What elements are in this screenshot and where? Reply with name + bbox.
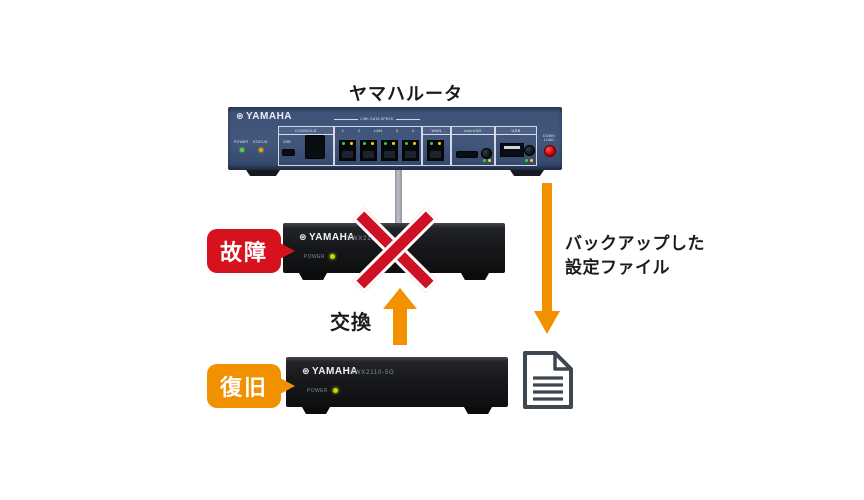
- lan-port-numbers: 1 2 LAN 3 4: [335, 128, 421, 133]
- router-foot: [510, 170, 544, 176]
- lan-ports-section: 1 2 LAN 3 4: [334, 126, 422, 166]
- backup-config-label: バックアップした 設定ファイル: [565, 234, 705, 277]
- replace-label: 交換: [330, 312, 372, 334]
- router-brand: ⊛YAMAHA: [236, 111, 292, 122]
- badge-tail: [280, 378, 295, 394]
- download-label: DOWN LOAD: [543, 134, 555, 142]
- router-foot: [246, 170, 280, 176]
- usb-section: USB: [495, 126, 537, 166]
- switch-foot: [299, 273, 327, 280]
- wan-section: WAN: [422, 126, 451, 166]
- yamaha-logo-icon: ⊛: [236, 111, 245, 121]
- lan-port-2: [360, 140, 377, 161]
- usb-port: [500, 143, 524, 157]
- lan-port-number: 3: [395, 128, 399, 133]
- yamaha-logo-icon: ⊛: [299, 232, 308, 242]
- router-brand-label: YAMAHA: [246, 111, 293, 122]
- failed-switch-power-led: [330, 254, 335, 259]
- recovered-switch-model: SWX2110-5G: [350, 370, 395, 376]
- lan-cable: [395, 170, 402, 225]
- microsd-led: [488, 159, 491, 162]
- recovery-badge: 復旧: [207, 364, 295, 408]
- recovered-switch-brand: ⊛YAMAHA: [302, 366, 359, 377]
- router-status-led: [259, 148, 263, 152]
- failed-switch-brand: ⊛YAMAHA: [299, 232, 356, 243]
- recovered-switch-power-led: [333, 388, 338, 393]
- switch-foot: [461, 273, 489, 280]
- failed-switch-power-label: POWER: [304, 254, 325, 260]
- usb-section-label: USB: [496, 127, 536, 135]
- microsd-button: [481, 148, 492, 159]
- failure-badge: 故障: [207, 229, 295, 273]
- recovered-switch-body: ⊛YAMAHA SWX2110-5G POWER: [286, 357, 508, 407]
- console-usb-label: USB: [283, 140, 291, 144]
- bracket-line: [334, 118, 359, 120]
- usb-port-tongue: [504, 146, 520, 149]
- usb-button: [524, 145, 535, 156]
- failed-switch-model: SWX2110-5G: [347, 236, 392, 242]
- microsd-slot: [456, 151, 478, 158]
- wan-port: [427, 140, 444, 161]
- backup-down-arrow-icon: [534, 183, 560, 334]
- failure-cross-icon: [352, 207, 438, 293]
- lan-port-number: 4: [411, 128, 415, 133]
- recovered-switch: ⊛YAMAHA SWX2110-5G POWER: [286, 357, 508, 414]
- console-section: CONSOLE USB: [278, 126, 334, 166]
- lan-group-bracket: LINK DATA SPEED: [334, 117, 420, 121]
- switch-foot: [464, 407, 492, 414]
- switch-foot: [302, 407, 330, 414]
- router-power-led: [240, 148, 244, 152]
- lan-port-3: [381, 140, 398, 161]
- wan-section-label: WAN: [423, 127, 450, 135]
- console-rj45-port: [305, 135, 325, 159]
- lan-port-number: LAN: [373, 128, 383, 133]
- badge-tail: [280, 243, 295, 259]
- microsd-section: microSD: [451, 126, 495, 166]
- recovered-switch-power-label: POWER: [307, 388, 328, 394]
- usb-led: [525, 159, 528, 162]
- lan-port-number: 1: [341, 128, 345, 133]
- lan-port-number: 2: [357, 128, 361, 133]
- lan-port-1: [339, 140, 356, 161]
- console-micro-usb-port: [282, 149, 295, 156]
- router-power-label: POWER: [234, 140, 249, 144]
- failure-badge-label: 故障: [219, 240, 268, 265]
- microsd-led: [483, 159, 486, 162]
- usb-led: [530, 159, 533, 162]
- yamaha-logo-icon: ⊛: [302, 366, 311, 376]
- console-section-label: CONSOLE: [279, 127, 333, 135]
- config-file-document-icon: [521, 349, 575, 416]
- lan-group-label: LINK DATA SPEED: [360, 117, 394, 121]
- lan-port-4: [402, 140, 419, 161]
- bracket-line: [395, 118, 420, 120]
- download-button: [544, 145, 556, 157]
- router-status-label: STATUS: [253, 140, 268, 144]
- microsd-section-label: microSD: [452, 127, 494, 135]
- replace-up-arrow-icon: [383, 288, 417, 345]
- yamaha-router: ⊛YAMAHA POWER STATUS CONSOLE USB LINK DA…: [228, 107, 562, 176]
- recovery-badge-label: 復旧: [219, 375, 268, 400]
